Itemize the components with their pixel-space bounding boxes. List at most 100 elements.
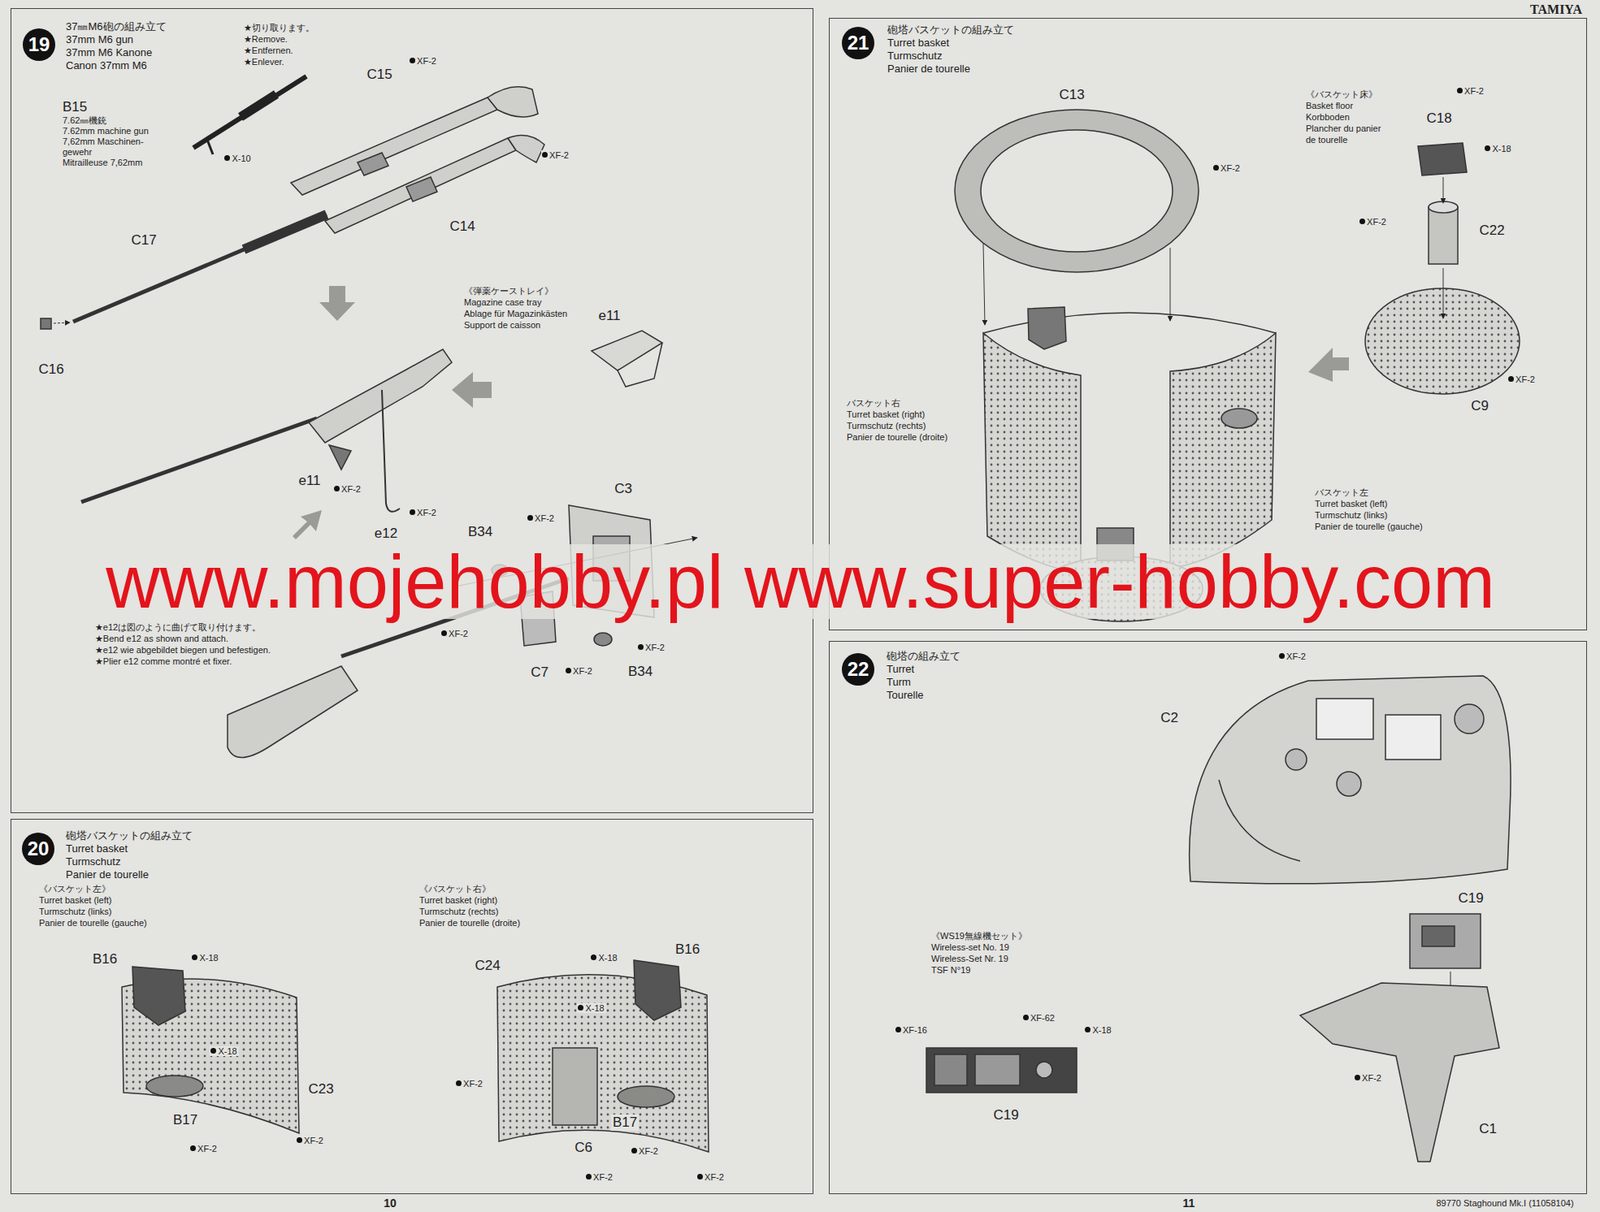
note-text: Support de caisson <box>462 320 543 331</box>
note-text: ★Entfernen. <box>242 45 295 57</box>
gun-assembly <box>81 349 452 512</box>
turret-basket-right-shape <box>552 1048 598 1126</box>
part-label: C19 <box>1456 890 1485 907</box>
paint-callout: X-18 <box>209 1046 239 1058</box>
part-label: B15 <box>60 99 89 116</box>
turret-part-shape <box>1285 749 1307 771</box>
note-text: Panier de tourelle (gauche) <box>37 918 149 929</box>
turret-basket-right <box>497 960 709 1153</box>
note-text: Mitrailleuse 7,62mm <box>60 157 144 169</box>
magazine-tray-part-shape <box>617 342 663 387</box>
paint-callout: XF-2 <box>526 513 556 525</box>
note-text: ★Bend e12 as shown and attach. <box>93 633 230 645</box>
note-text: Turret basket (right) <box>417 895 499 907</box>
watermark: www.mojehobby.pl www.super-hobby.com <box>102 544 1499 620</box>
radio-set-part-shape <box>926 1048 1077 1093</box>
paint-callout: XF-16 <box>894 1025 929 1037</box>
turret-part-shape <box>1454 704 1484 734</box>
paint-callout: XF-62 <box>1022 1013 1057 1024</box>
step-number-text: 19 <box>28 34 51 55</box>
step-heading: 37mm M6 Kanone <box>65 46 167 60</box>
paint-callout: XF-2 <box>408 56 438 67</box>
note-text: 《バスケット左》 <box>37 884 113 895</box>
paint-callout: XF-2 <box>455 1079 485 1090</box>
basket-floor-part <box>1308 143 1520 395</box>
note-text: 《弾薬ケーストレイ》 <box>462 286 556 297</box>
note-text: Basket floor <box>1304 100 1355 112</box>
paint-callout: X-18 <box>589 953 619 964</box>
step-heading-block: 砲塔バスケットの組み立てTurret basketTurmschutzPanie… <box>887 23 1015 76</box>
part-label: C9 <box>1469 398 1491 415</box>
turret-part-shape <box>1316 698 1374 740</box>
paint-callout: XF-2 <box>541 150 571 161</box>
radio-set-part-shape <box>1422 926 1455 947</box>
note-text: Ablage für Magazinkästen <box>462 308 569 320</box>
step-heading-block: 砲塔の組み立てTurretTurmTourelle <box>886 650 961 703</box>
note-text: 89770 Staghound Mk.I (11058104) <box>1434 1198 1575 1210</box>
note-text: ★Remove. <box>242 34 290 45</box>
part-label: B34 <box>626 663 655 681</box>
assembly-arrow-shape <box>451 372 492 408</box>
step-number: 22 <box>841 653 875 686</box>
part-label: B16 <box>673 941 702 959</box>
note-text: de tourelle <box>1304 134 1349 146</box>
part-label: B17 <box>611 1114 639 1132</box>
paint-callout: XF-2 <box>440 628 470 640</box>
paint-callout: XF-2 <box>696 1172 726 1184</box>
paint-callout: XF-2 <box>408 507 438 519</box>
note-text: 7.62mm machine gun <box>60 125 151 137</box>
note-text: 7.62㎜機銃 <box>60 115 109 126</box>
turret-basket-assembly-shape <box>1027 307 1067 350</box>
turret-part-shape <box>1336 771 1362 797</box>
gun-mount-part-shape <box>357 152 389 176</box>
gun-barrel-part <box>40 214 327 330</box>
step-number: 21 <box>841 26 875 60</box>
basket-floor-part-shape <box>1428 207 1458 265</box>
part-label: B17 <box>171 1112 200 1129</box>
note-text: バスケット右 <box>845 398 902 409</box>
radio-set-part-shape <box>1036 1062 1053 1079</box>
step-heading: Turm <box>886 676 961 690</box>
paint-callout: XF-2 <box>564 666 595 677</box>
turret-part <box>1189 676 1511 885</box>
part-label: C7 <box>528 664 551 681</box>
gun-assembly-shape <box>381 390 400 512</box>
paint-callout: XF-2 <box>295 1136 326 1147</box>
note-text: 10 <box>381 1196 399 1210</box>
step-heading: Tourelle <box>886 689 961 703</box>
step-panel: 砲塔の組み立てTurretTurmTourelle 22 <box>828 641 1587 1195</box>
part-label: e11 <box>596 307 622 325</box>
part-label: C22 <box>1477 222 1506 239</box>
radio-set-part-shape <box>1409 914 1481 969</box>
note-text: ★Plier e12 comme montré et fixer. <box>93 656 234 668</box>
paint-callout: XF-2 <box>1507 374 1537 386</box>
turret-basket-left <box>121 966 300 1134</box>
assembly-arrow-shape <box>292 510 322 540</box>
paint-callout: XF-2 <box>1278 651 1308 663</box>
note-text: 《バスケット右》 <box>417 884 493 895</box>
step-panel: 砲塔バスケットの組み立てTurret basketTurmschutzPanie… <box>10 819 814 1195</box>
radio-set-part-shape <box>934 1054 967 1086</box>
gun-assembly-shape <box>308 349 452 443</box>
step-heading: 砲塔の組み立て <box>886 650 961 664</box>
note-text: 《WS19無線機セット》 <box>929 931 1029 942</box>
paint-callout: XF-2 <box>630 1146 660 1158</box>
mantlet-assembly-shape <box>227 666 358 759</box>
note-text: Turmschutz (rechts) <box>417 906 500 918</box>
note-text: Plancher du panier <box>1304 123 1383 135</box>
note-text: Wireless-Set Nr. 19 <box>929 953 1011 965</box>
turret-ring-part-shape <box>1170 247 1171 321</box>
note-text: バスケット左 <box>1313 487 1371 499</box>
turret-basket-left-shape <box>146 1075 204 1098</box>
turret-basket-assembly-shape <box>1221 408 1258 429</box>
note-text: Korbboden <box>1304 112 1352 123</box>
part-label: e12 <box>372 525 399 543</box>
note-text: Turmschutz (links) <box>1313 510 1389 521</box>
mantlet-assembly-shape <box>594 633 612 647</box>
mantlet-assembly <box>227 505 698 759</box>
basket-floor-part-shape <box>1443 177 1444 204</box>
step-number-text: 21 <box>847 33 870 53</box>
paint-callout: XF-2 <box>1212 163 1242 174</box>
step-heading: Panier de tourelle <box>65 868 193 882</box>
step-panel: 砲塔バスケットの組み立てTurret basketTurmschutzPanie… <box>828 17 1587 631</box>
